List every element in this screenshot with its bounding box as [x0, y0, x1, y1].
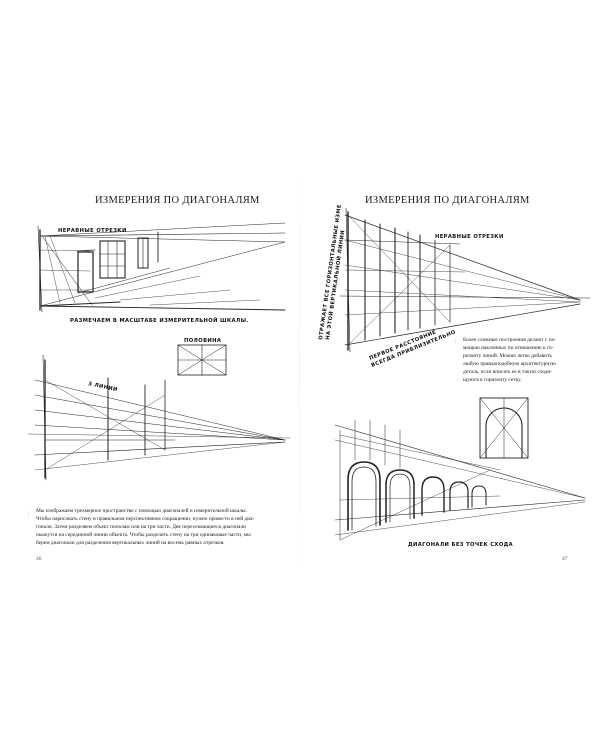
- scale-caption: РАЗМЕЧАЕМ В МАСШТАБЕ ИЗМЕРИТЕЛЬНОЙ ШКАЛЫ…: [70, 316, 249, 324]
- converging-grid-sketch: НЕРАВНЫЕ ОТРЕЗКИ ОТРАЖАЕТ ВСЕ ГОРИЗОНТАЛ…: [318, 205, 591, 369]
- unequal-segments-label-right: НЕРАВНЫЕ ОТРЕЗКИ: [435, 234, 504, 240]
- page-gutter: [299, 170, 300, 570]
- text-line: любую правдоподобную архитектурную: [463, 360, 556, 367]
- text-line: Чтобы нарисовать стену в правильном перс…: [36, 515, 255, 522]
- text-line: окажутся на серединной линии объекта. Чт…: [36, 531, 251, 538]
- text-line: Мы изображаем трехмерное пространство с …: [36, 508, 247, 514]
- unequal-segments-label: НЕРАВНЫЕ ОТРЕЗКИ: [58, 228, 127, 234]
- right-side-text: Более сложные построения делают с по- мо…: [463, 337, 573, 384]
- left-page-number: 46: [36, 556, 42, 562]
- arches-sketch: ДИАГОНАЛИ БЕЗ ТОЧЕК СХОДА: [334, 397, 586, 548]
- right-page: ИЗМЕРЕНИЯ ПО ДИАГОНАЛЯМ НЕРАВНЫЕ ОТРЕЗК: [300, 0, 600, 750]
- text-line: деталь, если вписать ее в такую сходя-: [463, 368, 552, 375]
- text-line: Более сложные построения делают с по-: [463, 337, 557, 343]
- three-lines-label: 3 ЛИНИИ: [88, 381, 118, 393]
- margin-mark: |: [455, 340, 457, 345]
- wall-division-sketch: ПОЛОВИНА 3 ЛИНИИ: [27, 338, 291, 481]
- half-label: ПОЛОВИНА: [184, 338, 221, 344]
- diag-caption: ДИАГОНАЛИ БЕЗ ТОЧЕК СХОДА: [408, 542, 513, 548]
- right-page-number: 47: [562, 556, 568, 562]
- left-page-title: ИЗМЕРЕНИЯ ПО ДИАГОНАЛЯМ: [95, 195, 260, 206]
- text-line: ризонту линий. Можно легко добавить: [463, 352, 552, 359]
- text-line: гонали. Затем разделяем объект пополам и…: [36, 523, 246, 530]
- text-line: мощью наклонных по отношению к го-: [463, 344, 554, 351]
- first-distance-line-2: ВСЕГДА ПРИБЛИЗИТЕЛЬНО: [371, 329, 457, 369]
- text-line: берем диагонали для разделения вертикаль…: [36, 539, 225, 546]
- text-line: щуюся к горизонту сетку.: [463, 376, 522, 383]
- margin-mark: |: [28, 512, 30, 517]
- right-page-title: ИЗМЕРЕНИЯ ПО ДИАГОНАЛЯМ: [365, 195, 530, 206]
- room-perspective-sketch: НЕРАВНЫЕ ОТРЕЗКИ РАЗМЕЧАЕМ В МАСШТАБЕ ИЗ…: [37, 222, 286, 324]
- left-page: ИЗМЕРЕНИЯ ПО ДИАГОНАЛЯМ: [27, 195, 291, 562]
- left-body-text: Мы изображаем трехмерное пространство с …: [36, 508, 286, 548]
